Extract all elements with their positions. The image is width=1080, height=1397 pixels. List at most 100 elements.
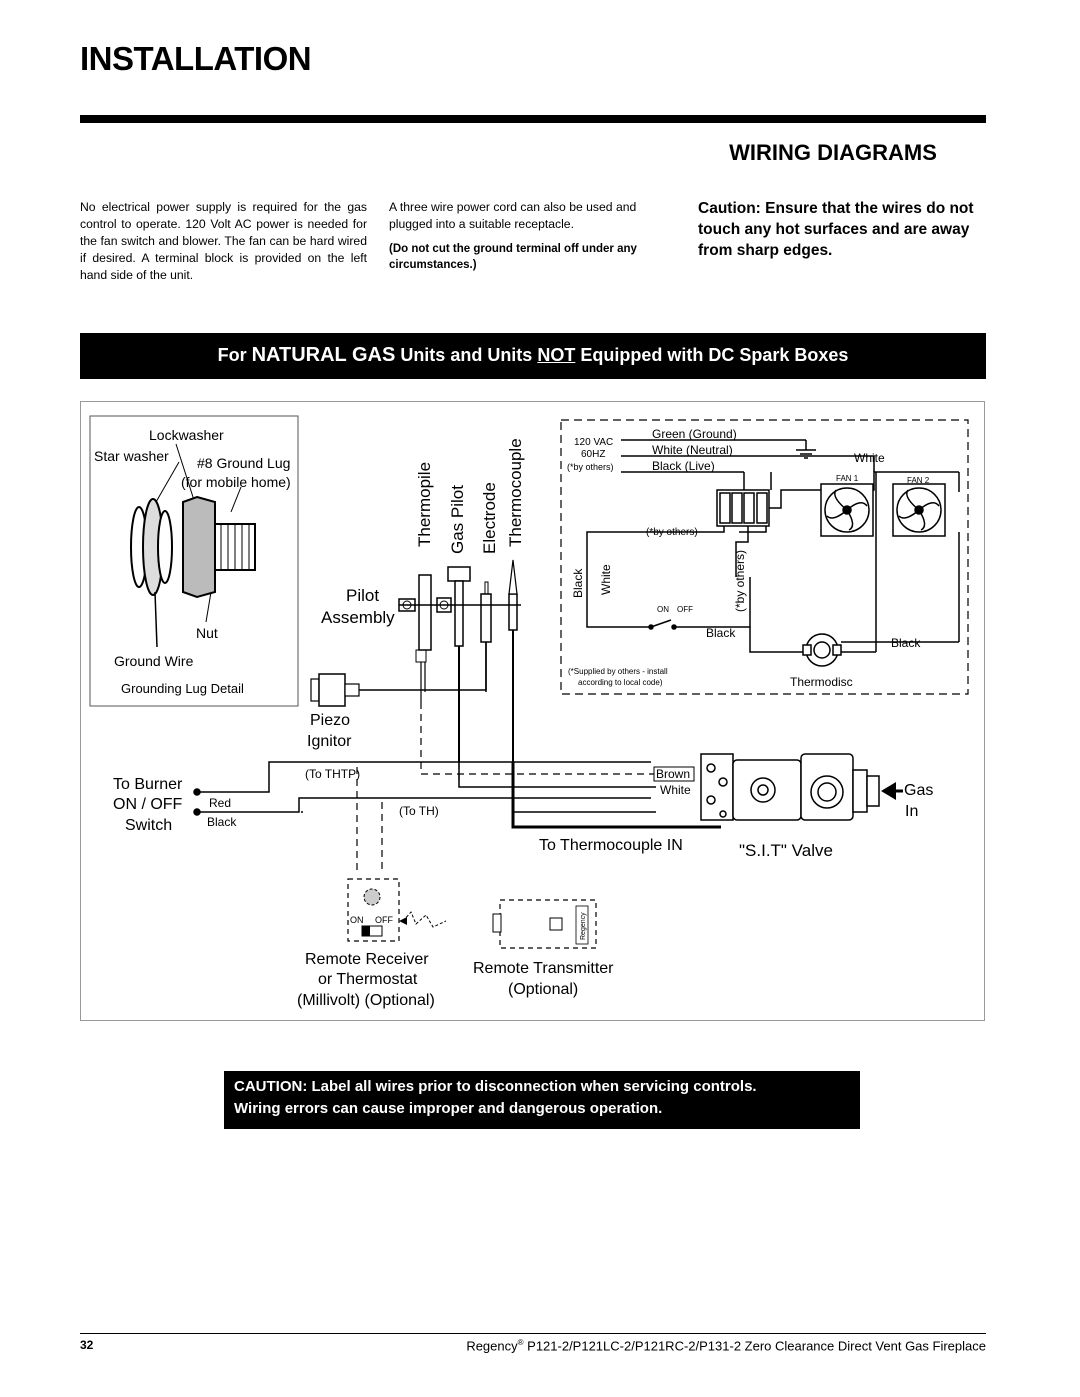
- assembly-label: Assembly: [321, 608, 395, 627]
- brown-wire-label: Brown: [656, 767, 690, 781]
- banner-not: NOT: [537, 345, 576, 365]
- transmitter-badge: [575, 905, 589, 945]
- page-title: INSTALLATION: [80, 40, 312, 77]
- pilot-assembly-icon: [398, 559, 521, 762]
- supplied-note-1: (*Supplied by others - install: [568, 667, 668, 676]
- hz-label: 60HZ: [581, 449, 605, 460]
- nut-label: Nut: [196, 625, 218, 641]
- ground-terminal-note: (Do not cut the ground terminal off unde…: [389, 243, 637, 271]
- section-title-wrap: WIRING DIAGRAMS: [0, 140, 1066, 166]
- wiring-diagram: Lockwasher Star washer #8 Ground Lug (fo…: [80, 401, 985, 1021]
- footer-brand: Regency: [466, 1338, 518, 1354]
- gas-in-label: In: [905, 803, 918, 820]
- burner-switch-wires: [193, 761, 651, 816]
- page-number: 32: [80, 1338, 94, 1352]
- gas-in-arrow: [881, 782, 896, 800]
- to-th-label: (To TH): [399, 804, 439, 818]
- receiver-off-label: OFF: [375, 915, 393, 925]
- by-others-2-label: (*by others): [646, 527, 698, 538]
- caution-hot-surfaces: Caution: Ensure that the wires do not to…: [698, 200, 974, 259]
- mobile-home-label: (for mobile home): [181, 474, 291, 490]
- wiring-diagram-svg: Lockwasher Star washer #8 Ground Lug (fo…: [89, 415, 969, 1009]
- remote-receiver-box: [347, 878, 400, 942]
- thermocouple-label: Thermocouple: [506, 438, 525, 547]
- footer-text: Regency® P121-2/P121LC-2/P121RC-2/P131-2…: [466, 1338, 986, 1353]
- gas-pilot-label: Gas Pilot: [448, 485, 467, 554]
- gas-label: Gas: [904, 782, 933, 799]
- white-fan-wire-label: White: [854, 451, 885, 465]
- banner-text-3: Units and Units: [395, 345, 538, 365]
- black-live-label: Black (Live): [652, 459, 715, 473]
- pilot-wires: [458, 762, 656, 813]
- thermopile-label: Thermopile: [415, 462, 434, 547]
- or-thermostat-label: or Thermostat: [318, 971, 418, 988]
- black-fan-switch-label: Black: [706, 626, 736, 640]
- black-thermodisc-label: Black: [891, 636, 921, 650]
- footer-rule: [80, 1333, 986, 1334]
- white-wire-label: White: [660, 783, 691, 797]
- lug-detail-box: [89, 415, 299, 707]
- footer-model: P121-2/P121LC-2/P121RC-2/P131-2 Zero Cle…: [523, 1338, 986, 1354]
- intro-column-2-text: A three wire power cord can also be used…: [389, 200, 637, 231]
- to-thtp-label: (To THTP): [305, 767, 360, 781]
- transmitter-antenna-icon: [492, 913, 502, 933]
- to-thermocouple-in-label: To Thermocouple IN: [539, 837, 683, 854]
- ground-wire-label: Ground Wire: [114, 653, 194, 669]
- red-wire-label: Red: [209, 796, 231, 810]
- electrode-label: Electrode: [480, 482, 499, 554]
- registered-mark: ®: [517, 1338, 524, 1347]
- lug-detail-caption: Grounding Lug Detail: [121, 681, 244, 696]
- black-wire-label: Black: [207, 815, 237, 829]
- remote-transmitter-label: Remote Transmitter: [473, 960, 614, 977]
- thermodisc-label: Thermodisc: [790, 675, 853, 689]
- by-others-label: (*by others): [567, 462, 614, 472]
- pilot-label: Pilot: [346, 586, 379, 605]
- caution-box: CAUTION: Label all wires prior to discon…: [224, 1071, 860, 1129]
- to-burner-label: To Burner: [113, 776, 183, 793]
- vac-label: 120 VAC: [574, 437, 613, 448]
- transmitter-button-icon: [549, 917, 563, 931]
- green-ground-label: Green (Ground): [652, 427, 737, 441]
- lockwasher-label: Lockwasher: [149, 427, 224, 443]
- brown-tag: [653, 766, 695, 782]
- star-washer-label: Star washer: [94, 448, 169, 464]
- power-section-box: [560, 419, 969, 695]
- fan-1-icon: [820, 483, 874, 537]
- ground-lug-label: #8 Ground Lug: [197, 455, 290, 471]
- banner-text-5: Equipped with DC Spark Boxes: [575, 345, 849, 365]
- ignitor-label: Ignitor: [307, 733, 352, 750]
- fan-2-label: FAN 2: [907, 476, 930, 485]
- intro-column-1: No electrical power supply is required f…: [80, 200, 367, 282]
- natural-gas-banner: For NATURAL GAS Units and Units NOT Equi…: [80, 333, 986, 379]
- switch-label: Switch: [125, 817, 172, 834]
- sit-valve-label: "S.I.T" Valve: [739, 841, 833, 860]
- banner-natural-gas: NATURAL GAS: [251, 344, 396, 366]
- signal-arrow-icon: [399, 917, 407, 925]
- receiver-switch-knob: [362, 926, 370, 936]
- by-others-vertical-label: (*by others): [733, 550, 747, 612]
- piezo-ignitor-icon: [310, 642, 487, 707]
- title-rule: [80, 115, 986, 123]
- grounding-lug-icon: [130, 443, 256, 648]
- sit-valve-icon: [700, 753, 880, 821]
- power-wiring: [586, 439, 960, 653]
- white-vertical-label: White: [599, 564, 613, 595]
- signal-icon: [402, 911, 447, 928]
- fan-2-icon: [892, 483, 946, 537]
- fan-1-label: FAN 1: [836, 474, 859, 483]
- caution-line-1: CAUTION: Label all wires prior to discon…: [234, 1078, 757, 1095]
- thermodisc-icon: [802, 633, 842, 667]
- receiver-on-label: ON: [350, 915, 364, 925]
- regency-badge-label: Regency: [580, 912, 587, 940]
- transmitter-optional-label: (Optional): [508, 981, 578, 998]
- fan-switch-on-label: ON: [657, 605, 669, 614]
- receiver-led-icon: [363, 888, 381, 906]
- section-title: WIRING DIAGRAMS: [729, 140, 937, 165]
- remote-receiver-label: Remote Receiver: [305, 951, 429, 968]
- piezo-label: Piezo: [310, 712, 350, 729]
- supplied-note-2: according to local code): [578, 678, 663, 687]
- banner-text-1: For: [217, 345, 252, 365]
- fan-switch-off-label: OFF: [677, 605, 693, 614]
- caution-line-2: Wiring errors can cause improper and dan…: [234, 1100, 663, 1117]
- intro-column-2: A three wire power cord can also be used…: [389, 199, 677, 273]
